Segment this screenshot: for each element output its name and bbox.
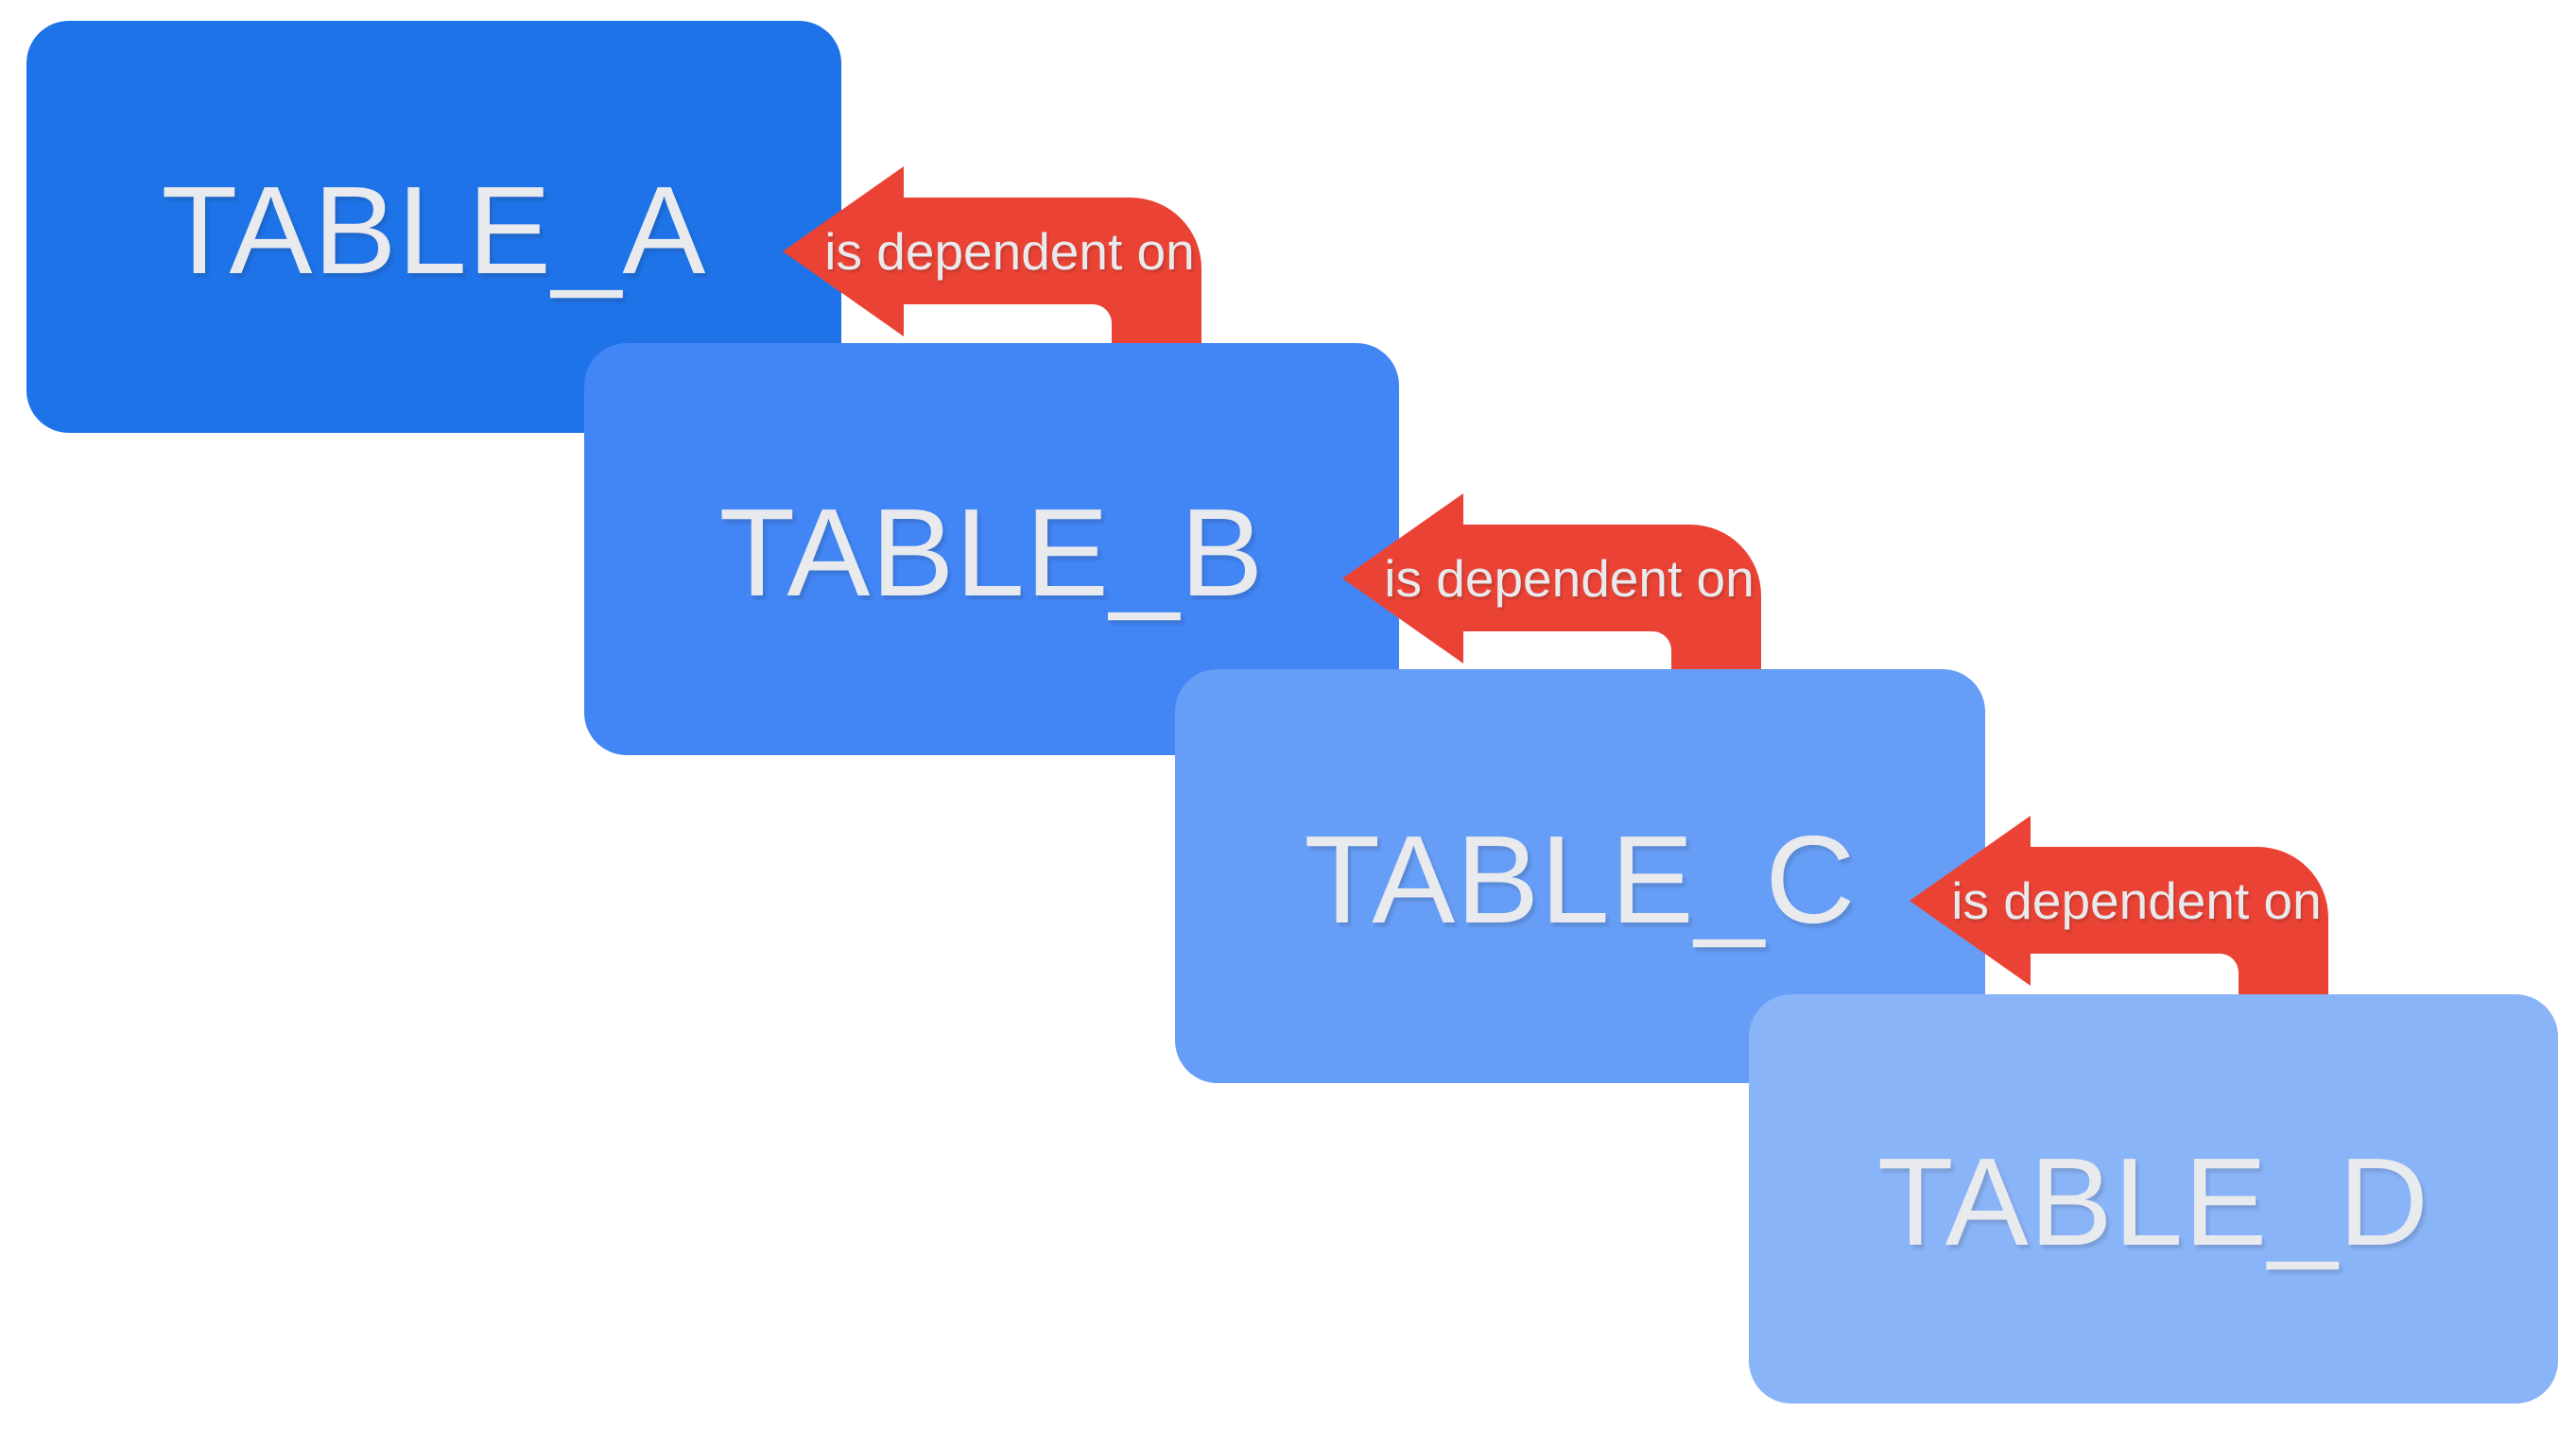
arrow-d-to-c: is dependent on [1910, 816, 2328, 1008]
table-b-label: TABLE_B [718, 482, 1265, 622]
table-c-label: TABLE_C [1304, 809, 1857, 949]
arrow-d-to-c-label: is dependent on [1951, 870, 2322, 930]
dependency-arrow-icon [1342, 493, 1761, 682]
table-a-node: TABLE_A [26, 21, 841, 433]
arrow-c-to-b-label: is dependent on [1384, 548, 1755, 608]
arrow-c-to-b: is dependent on [1342, 493, 1761, 686]
arrow-b-to-a-label: is dependent on [824, 221, 1195, 281]
dependency-arrow-icon [1910, 816, 2328, 1005]
table-d-label: TABLE_D [1876, 1132, 2430, 1271]
table-d-node: TABLE_D [1749, 994, 2558, 1404]
arrow-b-to-a: is dependent on [783, 166, 1202, 359]
dependency-arrow-icon [783, 166, 1202, 355]
table-a-label: TABLE_A [161, 160, 707, 300]
